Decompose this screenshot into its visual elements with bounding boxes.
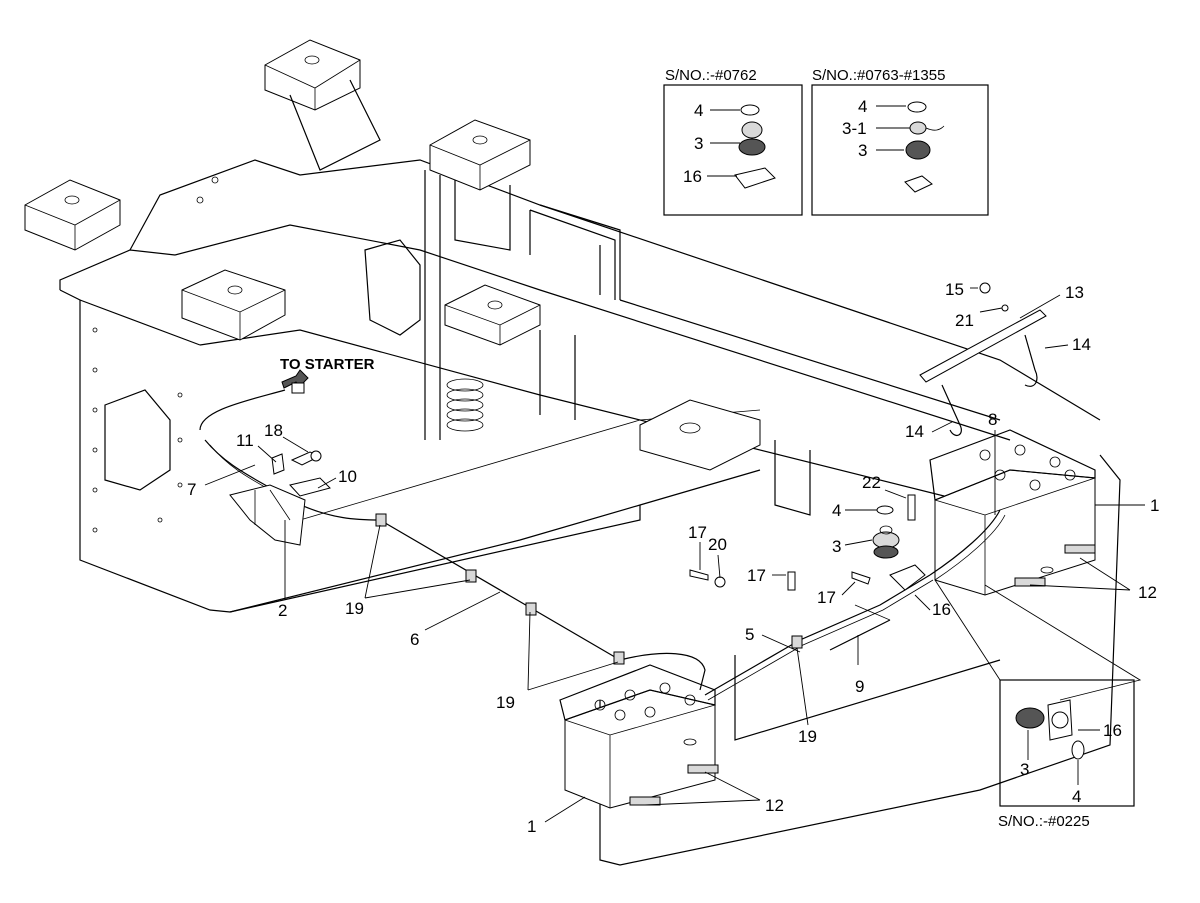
inset-frame xyxy=(999,679,1135,807)
callout-1: 1 xyxy=(527,817,536,836)
callout-3: 3 xyxy=(694,134,703,153)
callout-20: 20 xyxy=(708,535,727,554)
callout-3: 3 xyxy=(1020,760,1029,779)
callout-19: 19 xyxy=(798,727,817,746)
to-starter-label: TO STARTER xyxy=(280,356,375,373)
inset-title: S/NO.:-#0225 xyxy=(998,813,1090,830)
hardware xyxy=(229,282,1047,591)
callout-19: 19 xyxy=(345,599,364,618)
callout-12: 12 xyxy=(765,796,784,815)
callout-17: 17 xyxy=(817,588,836,607)
callout-15: 15 xyxy=(945,280,964,299)
callout-3: 3 xyxy=(858,141,867,160)
callout-14: 14 xyxy=(1072,335,1091,354)
battery-left xyxy=(559,664,719,809)
callout-4: 4 xyxy=(694,101,703,120)
callout-16: 16 xyxy=(1103,721,1122,740)
callout-3: 3 xyxy=(832,537,841,556)
callout-5: 5 xyxy=(745,625,754,644)
callout-4: 4 xyxy=(858,97,867,116)
inset-frame xyxy=(663,84,803,216)
callout-8: 8 xyxy=(988,410,997,429)
plate-icon xyxy=(734,167,776,189)
battery-right xyxy=(929,429,1096,596)
callout-16: 16 xyxy=(683,167,702,186)
callout-10: 10 xyxy=(338,467,357,486)
washer-icon xyxy=(907,101,927,113)
callout-17: 17 xyxy=(747,566,766,585)
inset-title: S/NO.:-#0762 xyxy=(665,67,757,84)
inset-frame xyxy=(811,84,989,216)
callout-4: 4 xyxy=(832,501,841,520)
callout-22: 22 xyxy=(862,473,881,492)
inset-top-left: S/NO.:-#0762 4 3 16 xyxy=(663,67,803,216)
callout-7: 7 xyxy=(187,480,196,499)
callout-1: 1 xyxy=(1150,496,1159,515)
callout-12: 12 xyxy=(1138,583,1157,602)
callout-18: 18 xyxy=(264,421,283,440)
switch-icon xyxy=(1015,707,1045,729)
callout-4: 4 xyxy=(1072,787,1081,806)
switch-icon xyxy=(741,121,763,139)
callout-13: 13 xyxy=(1065,283,1084,302)
callout-3-1: 3-1 xyxy=(842,119,867,138)
callout-11: 11 xyxy=(236,431,254,450)
inset-bottom-right: 3 16 4 S/NO.:-#0225 xyxy=(934,579,1142,830)
inset-top-right: S/NO.:#0763-#1355 4 3-1 3 xyxy=(811,67,989,216)
callout-2: 2 xyxy=(278,601,287,620)
callouts: 1 1 2 3 4 5 6 7 8 9 10 11 12 12 13 14 14 xyxy=(187,280,1159,836)
washer-icon xyxy=(740,104,760,116)
callout-19: 19 xyxy=(496,693,515,712)
switch-icon xyxy=(909,121,927,135)
plate-icon xyxy=(904,175,933,193)
callout-21: 21 xyxy=(955,311,974,330)
chassis-frame xyxy=(24,39,1121,866)
callout-6: 6 xyxy=(410,630,419,649)
callout-14: 14 xyxy=(905,422,924,441)
inset-title: S/NO.:#0763-#1355 xyxy=(812,67,945,84)
callout-9: 9 xyxy=(855,677,864,696)
callout-16: 16 xyxy=(932,600,951,619)
callout-17: 17 xyxy=(688,523,707,542)
washer-icon xyxy=(1071,740,1085,760)
